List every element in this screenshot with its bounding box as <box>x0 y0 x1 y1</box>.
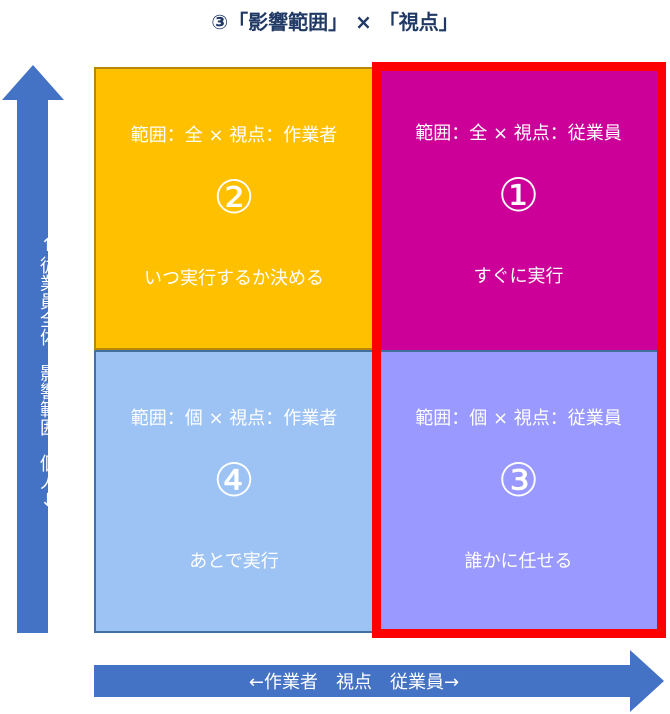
quadrant-1: 範囲：全 × 視点：従業員 ① すぐに実行 <box>377 67 660 350</box>
quadrant-2-number: ② <box>213 170 255 224</box>
quadrant-3-number: ③ <box>497 453 540 507</box>
quadrant-2-action: いつ実行するか決める <box>144 268 324 289</box>
horizontal-axis-arrow <box>94 650 664 712</box>
quadrant-1-header: 範囲：全 × 視点：従業員 <box>415 123 622 144</box>
quadrant-2: 範囲：全 × 視点：作業者 ② いつ実行するか決める <box>94 67 374 350</box>
quadrant-2-header: 範囲：全 × 視点：作業者 <box>130 125 338 146</box>
quadrant-4-action: あとで実行 <box>189 551 279 572</box>
quadrant-1-action: すぐに実行 <box>473 266 564 287</box>
horizontal-axis-label: ←作業者 視点 従業員→ <box>248 672 460 693</box>
vertical-axis-label: ↑従業員全体 影響範囲 個人↓ <box>37 235 58 511</box>
quadrant-3-action: 誰かに任せる <box>464 551 573 572</box>
quadrant-4: 範囲：個 × 視点：作業者 ④ あとで実行 <box>94 350 374 633</box>
quadrant-1-number: ① <box>497 168 540 222</box>
quadrant-4-header: 範囲：個 × 視点：作業者 <box>130 408 338 429</box>
diagram-title: ③「影響範囲」 × 「視点」 <box>211 10 459 34</box>
quadrant-4-number: ④ <box>213 453 255 507</box>
quadrant-3: 範囲：個 × 視点：従業員 ③ 誰かに任せる <box>377 350 660 633</box>
quadrant-3-header: 範囲：個 × 視点：従業員 <box>415 408 622 429</box>
vertical-axis-arrow <box>2 65 64 633</box>
